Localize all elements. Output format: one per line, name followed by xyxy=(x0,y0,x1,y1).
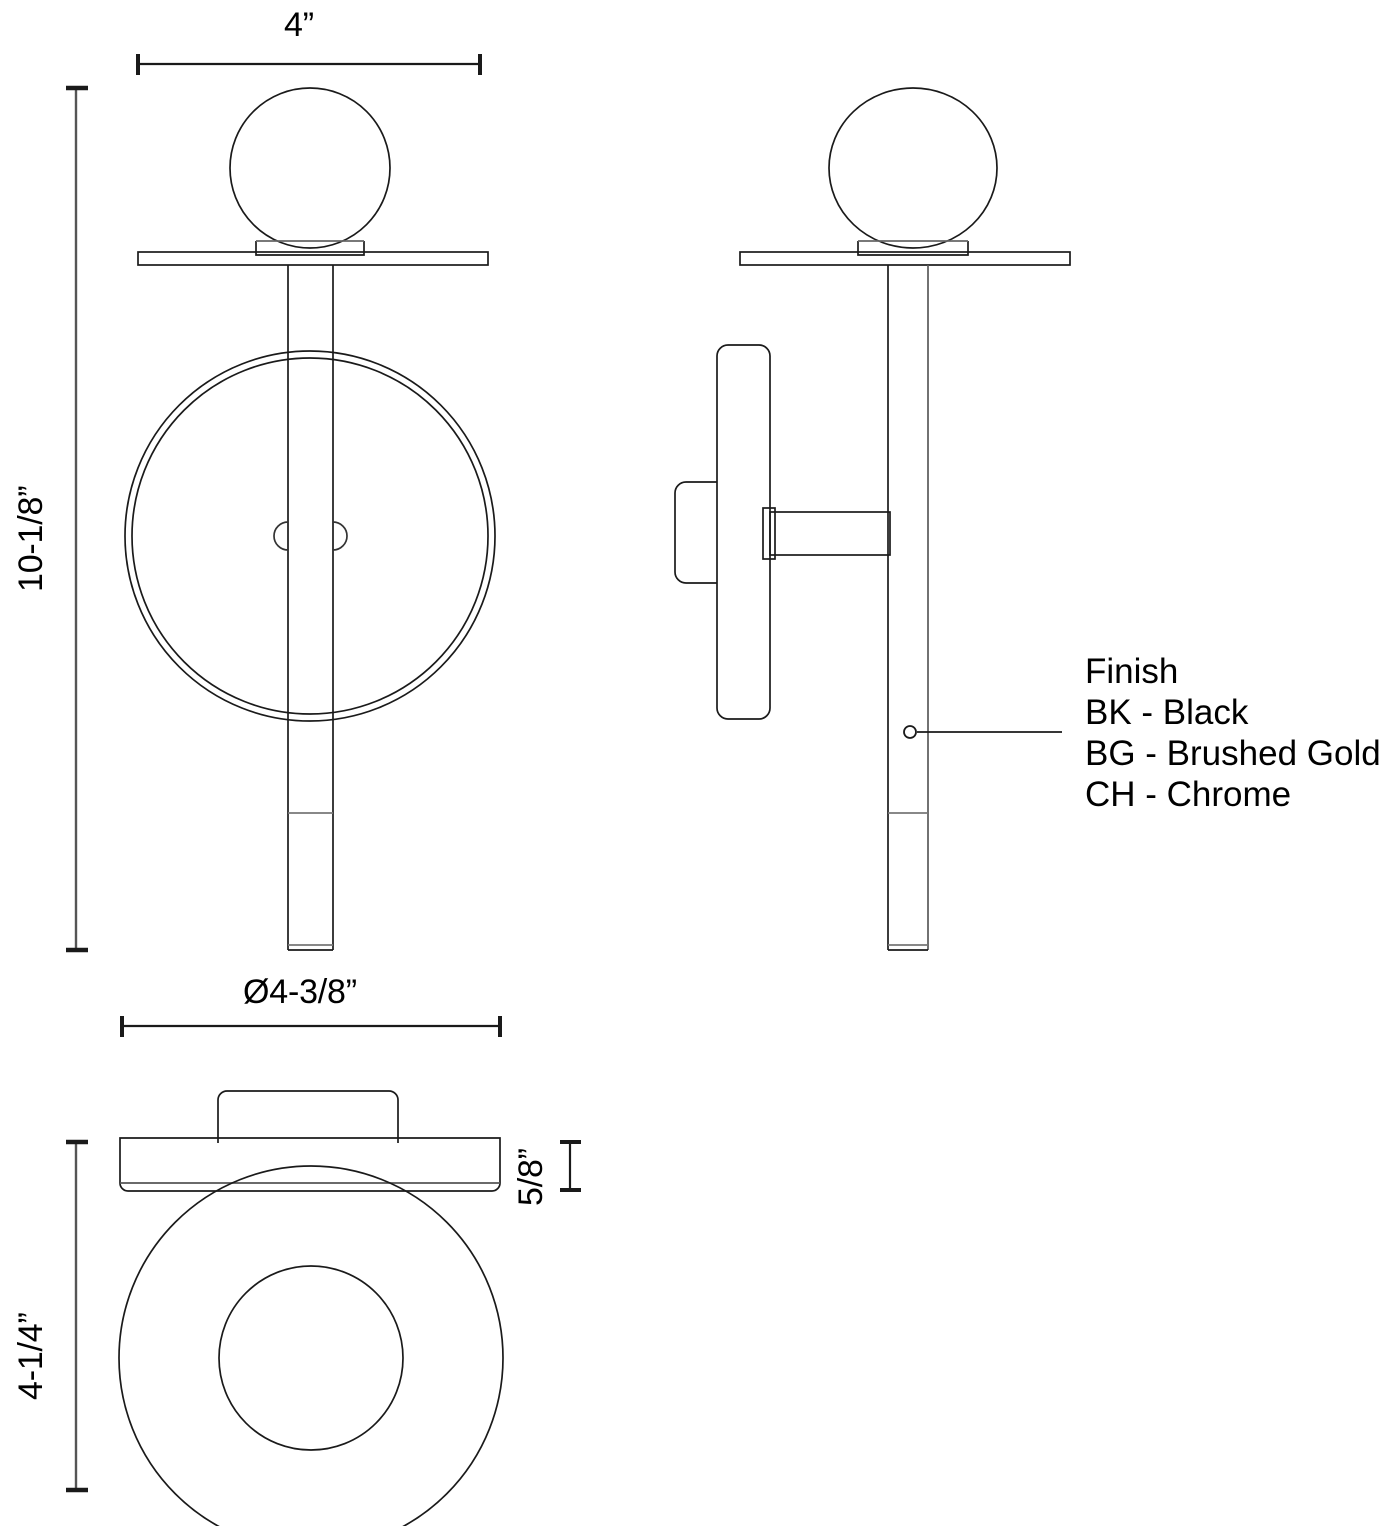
side-globe xyxy=(828,87,998,249)
front-top-plate xyxy=(137,251,489,266)
side-connector-collar xyxy=(762,507,776,560)
finish-legend: Finish BK - Black BG - Brushed Gold CH -… xyxy=(1085,651,1381,815)
front-ring-inner xyxy=(131,357,489,715)
side-connector-arm xyxy=(769,511,891,556)
dimension-label-front-width: 4” xyxy=(284,6,314,44)
side-wall-plate xyxy=(716,344,771,720)
finish-leader-line xyxy=(903,725,1062,739)
dimension-front-height xyxy=(66,85,88,953)
dimension-front-width xyxy=(136,54,482,75)
top-disc-inner xyxy=(218,1265,404,1451)
dimension-label-plate-diameter: Ø4-3/8” xyxy=(243,973,357,1011)
front-ring-outer xyxy=(124,350,496,722)
side-top-plate xyxy=(739,251,1071,266)
side-globe-collar xyxy=(857,241,969,256)
finish-option-ch: CH - Chrome xyxy=(1085,775,1292,814)
dimension-label-front-height: 10-1/8” xyxy=(12,485,50,592)
dimension-label-plate-thickness: 5/8” xyxy=(512,1148,550,1206)
side-back-box xyxy=(674,481,717,584)
finish-option-bg: BG - Brushed Gold xyxy=(1085,734,1381,773)
side-elevation-view xyxy=(674,87,1071,951)
front-elevation-view xyxy=(124,87,496,951)
finish-heading: Finish xyxy=(1085,652,1179,691)
front-ring-joint-left xyxy=(273,521,289,551)
dimension-label-top-view-depth: 4-1/4” xyxy=(12,1312,50,1400)
dimension-plate-thickness xyxy=(560,1140,581,1192)
leader-origin-dot xyxy=(903,725,917,739)
front-ring-joint-right xyxy=(332,521,348,551)
top-disc-outer xyxy=(118,1165,504,1526)
dimension-plate-diameter xyxy=(120,1016,502,1037)
front-globe-collar xyxy=(255,241,365,256)
top-plan-view xyxy=(118,1090,504,1526)
top-stem-tab xyxy=(217,1090,399,1143)
finish-option-bk: BK - Black xyxy=(1085,693,1249,732)
front-globe xyxy=(229,87,391,249)
dimension-top-view-depth xyxy=(66,1139,88,1493)
